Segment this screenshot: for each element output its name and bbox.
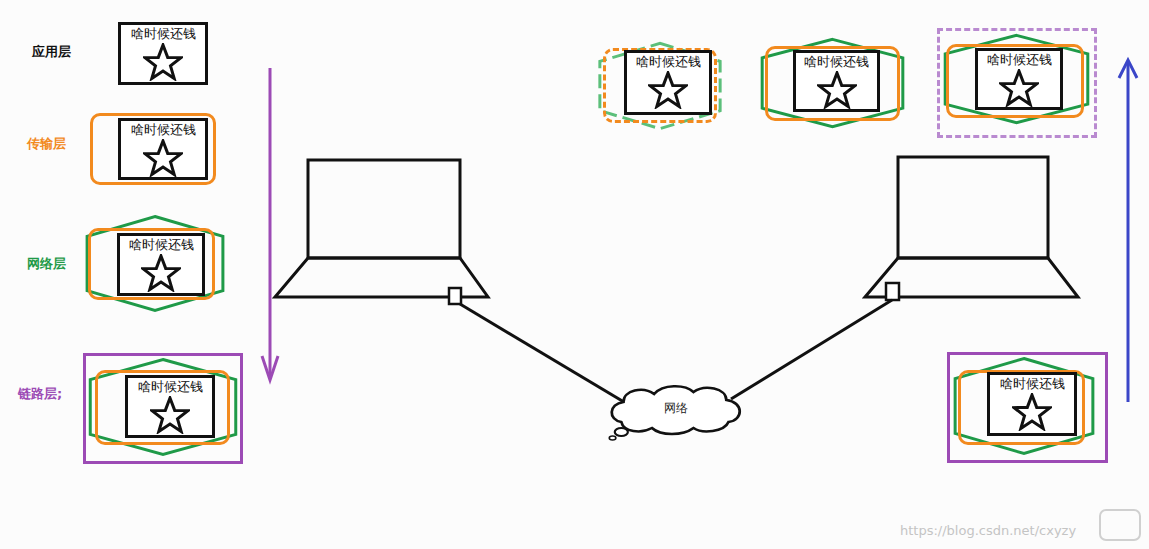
layer-label: 网络层: [27, 255, 66, 273]
decapsulation-arrow: [1127, 62, 1130, 402]
transport-header-box: 啥时候还钱: [946, 44, 1084, 118]
star-symbol: [999, 69, 1039, 107]
star-symbol: [143, 139, 183, 177]
message-text: 啥时候还钱: [804, 54, 869, 69]
watermark: https://blog.csdn.net/cxyzy: [900, 523, 1076, 538]
star-symbol: [141, 254, 181, 292]
star-path: [143, 256, 179, 290]
message-text: 啥时候还钱: [131, 122, 196, 137]
star-symbol: [648, 71, 688, 109]
layer-label: 传输层: [27, 135, 66, 153]
star-path: [145, 141, 181, 175]
message-box: 啥时候还钱: [118, 118, 208, 180]
message-text: 啥时候还钱: [129, 237, 194, 252]
layer-label: 链路层;: [18, 385, 62, 403]
layer-label: 应用层: [32, 43, 71, 61]
transport-header-box: 啥时候还钱: [95, 370, 230, 445]
message-text: 啥时候还钱: [987, 52, 1052, 67]
transport-header-box: 啥时候还钱: [958, 370, 1085, 445]
link-frame-box: 啥时候还钱: [937, 28, 1097, 138]
cable: [731, 300, 892, 399]
arrow-head: [1119, 60, 1137, 78]
star-path: [145, 45, 181, 79]
arrow-head: [262, 356, 278, 380]
star-path: [152, 398, 188, 432]
transport-header-box: 啥时候还钱: [765, 46, 900, 121]
star-path: [1001, 71, 1037, 105]
message-text: 啥时候还钱: [138, 379, 203, 394]
cloud-label: 网络: [606, 400, 746, 417]
star-path: [819, 73, 855, 107]
network-header-hexagon: 啥时候还钱: [85, 215, 225, 312]
network-header-hexagon: 啥时候还钱: [943, 34, 1090, 124]
transport-header-box: 啥时候还钱: [603, 48, 717, 123]
message-box: 啥时候还钱: [125, 375, 215, 438]
star-symbol: [1012, 393, 1052, 431]
transport-header-box: 啥时候还钱: [90, 113, 216, 185]
hexagon-path: [762, 39, 903, 126]
logo-outline: [1100, 510, 1140, 540]
star-symbol: [150, 396, 190, 434]
network-port: [449, 288, 461, 304]
hexagon-path: [945, 35, 1088, 122]
hexagon-path: [87, 216, 223, 310]
hexagon-path: [600, 43, 720, 128]
message-box: 啥时候还钱: [975, 48, 1063, 110]
message-box: 啥时候还钱: [793, 50, 880, 112]
message-text: 啥时候还钱: [131, 26, 196, 41]
star-path: [650, 73, 686, 107]
message-box: 啥时候还钱: [624, 50, 712, 115]
cable: [460, 304, 624, 402]
network-header-hexagon: 啥时候还钱: [760, 38, 905, 128]
star-path: [1014, 395, 1050, 429]
encapsulation-arrow: [269, 68, 272, 378]
link-frame-box: 啥时候还钱: [83, 353, 243, 464]
message-text: 啥时候还钱: [636, 54, 701, 69]
network-cloud: 网络: [606, 382, 746, 440]
network-header-hexagon: 啥时候还钱: [953, 357, 1095, 455]
message-box: 啥时候还钱: [118, 22, 208, 85]
network-header-hexagon: 啥时候还钱: [598, 42, 722, 130]
laptop-screen: [308, 160, 460, 258]
network-port: [886, 283, 899, 300]
link-frame-box: 啥时候还钱: [947, 352, 1108, 463]
hexagon-path: [90, 359, 236, 454]
message-text: 啥时候还钱: [1000, 376, 1065, 391]
star-symbol: [817, 71, 857, 109]
cloud-puff: [615, 428, 628, 436]
cloud-puff: [609, 436, 616, 440]
message-box: 啥时候还钱: [117, 233, 205, 296]
star-symbol: [143, 43, 183, 81]
hexagon-path: [955, 358, 1093, 453]
transport-header-box: 啥时候还钱: [88, 228, 215, 300]
message-box: 啥时候还钱: [987, 372, 1077, 436]
laptop-screen: [898, 157, 1048, 258]
network-header-hexagon: 啥时候还钱: [88, 358, 238, 456]
